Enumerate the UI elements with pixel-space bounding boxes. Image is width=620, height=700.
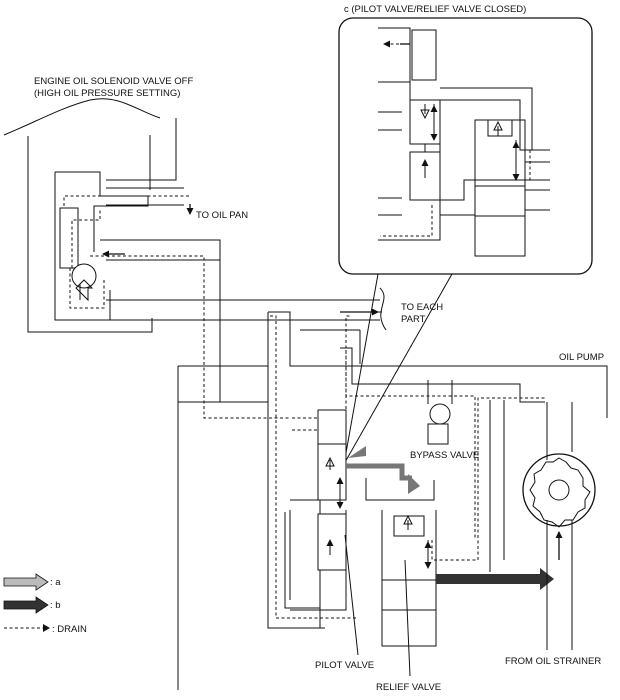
oil-pump-label: OIL PUMP (559, 352, 604, 363)
solenoid-ball (71, 263, 97, 289)
relief-valve-spring (381, 609, 437, 647)
legend-label-b: : b (50, 600, 61, 611)
bypass-valve-ball (429, 403, 451, 425)
solenoid-valve (3, 98, 387, 419)
inset-ports-left (378, 111, 402, 216)
legend-swatch-a (3, 573, 49, 591)
inset-passage-top (440, 87, 550, 151)
inset-relief-spring (474, 215, 526, 257)
solenoid-cut-line (3, 98, 161, 136)
from-oil-strainer-label: FROM OIL STRAINER (505, 656, 601, 667)
inset-frame (338, 17, 593, 275)
inset-detail (338, 17, 593, 465)
legend-label-drain: : DRAIN (52, 624, 87, 635)
drain-path-main (90, 255, 290, 419)
oil-pump-body (177, 311, 608, 690)
oil-pump-outer (522, 453, 596, 527)
to-each-part-label-2: PART (401, 314, 426, 325)
inset-title: c (PILOT VALVE/RELIEF VALVE CLOSED) (344, 4, 526, 15)
inset-relief-spool (474, 185, 526, 217)
legend-swatch-b (3, 596, 49, 614)
oil-pump-gear (529, 457, 591, 528)
inset-pointer-left (343, 273, 379, 465)
passage-to-each-part (106, 299, 380, 321)
pilot-valve-spool-upper (317, 443, 347, 501)
inset-pilot-arrow-down (420, 104, 430, 120)
to-each-part-label-1: TO EACH (401, 302, 443, 313)
bypass-valve-label: BYPASS VALVE (410, 450, 479, 461)
solenoid-label-line2: (HIGH OIL PRESSURE SETTING) (34, 88, 180, 99)
pilot-valve-spool-lower (317, 513, 347, 571)
relief-valve-spool (393, 515, 425, 537)
pilot-valve-label: PILOT VALVE (315, 660, 374, 671)
inset-pilot-spring (411, 29, 437, 81)
inset-pointer-right (343, 273, 453, 465)
pump-housing-top (267, 311, 608, 418)
legend-label-a: : a (50, 577, 61, 588)
pilot-valve-spring (317, 409, 347, 445)
solenoid-ball-arrow (75, 279, 94, 302)
bypass-valve-spring (427, 423, 449, 445)
inset-spring-bore (378, 27, 411, 83)
relief-valve-label: RELIEF VALVE (376, 682, 441, 693)
solenoid-label-line1: ENGINE OIL SOLENOID VALVE OFF (34, 76, 193, 87)
to-oil-pan-label: TO OIL PAN (196, 210, 248, 221)
legend (3, 573, 50, 632)
solenoid-housing (27, 135, 153, 333)
solenoid-plunger (59, 207, 79, 269)
pressure-b-flow (436, 574, 542, 584)
